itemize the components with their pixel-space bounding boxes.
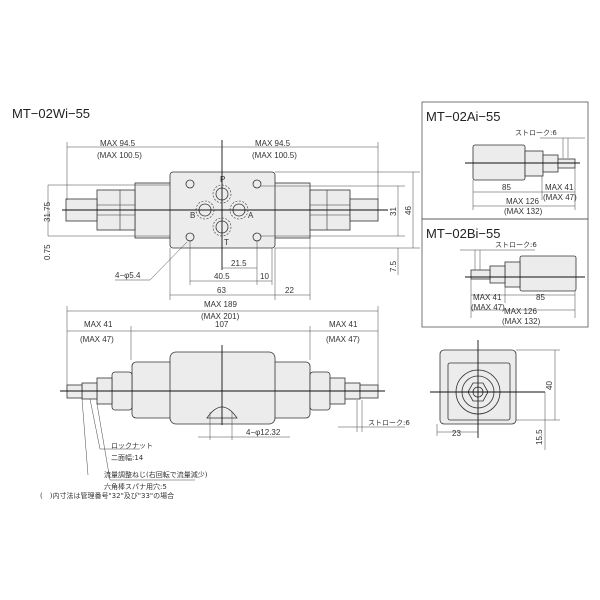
dim-40: 40	[545, 381, 554, 390]
variant-b-panel	[421, 218, 589, 328]
variant-b-title: MT−02Bi−55	[426, 226, 500, 241]
variant-a-stroke: ストローク:6	[515, 129, 557, 137]
dim-right-max-41: MAX 41	[329, 320, 358, 329]
dim-right-max-47: (MAX 47)	[326, 335, 360, 344]
dim-15-5: 15.5	[535, 429, 544, 445]
mounting-hole	[185, 179, 195, 189]
dim-max-right: MAX 94.5	[255, 139, 291, 148]
stroke-label: ストローク:6	[368, 419, 410, 427]
dim-max-201: (MAX 201)	[201, 312, 240, 321]
dim-63: 63	[217, 286, 226, 295]
holes-callout: 4−φ5.4	[115, 271, 141, 280]
variant-a-dim-85: 85	[502, 183, 511, 192]
dim-max-left-alt: (MAX 100.5)	[97, 151, 142, 160]
mounting-hole	[185, 232, 195, 242]
variant-b-dim-85: 85	[536, 293, 545, 302]
variant-a-max-132: (MAX 132)	[504, 207, 543, 216]
variant-b-max-132: (MAX 132)	[502, 317, 541, 326]
variant-b-max-47: (MAX 47)	[471, 303, 505, 312]
dim-40-5: 40.5	[214, 272, 230, 281]
dim-max-right-alt: (MAX 100.5)	[252, 151, 297, 160]
side-view: 40 15.5 23	[430, 340, 560, 450]
dim-0-75: 0.75	[43, 244, 52, 260]
dim-21-5: 21.5	[231, 259, 247, 268]
variant-b-stroke: ストローク:6	[495, 241, 537, 249]
dim-10: 10	[260, 272, 269, 281]
port-t-label: T	[224, 238, 229, 247]
hex-socket-label: 六角棒スパナ用穴:5	[104, 482, 167, 491]
port-p-label: P	[220, 175, 225, 184]
variant-a-max-41: MAX 41	[545, 183, 574, 192]
variant-b-max-126: MAX 126	[504, 307, 537, 316]
dim-22: 22	[285, 286, 294, 295]
mounting-hole	[252, 232, 262, 242]
dim-31: 31	[389, 207, 398, 216]
mounting-hole	[252, 179, 262, 189]
dim-left-max-41: MAX 41	[84, 320, 113, 329]
dim-left-max-47: (MAX 47)	[80, 335, 114, 344]
dim-max-left: MAX 94.5	[100, 139, 136, 148]
variant-b: MT−02Bi−55 ストローク:6 MAX 41 (MAX 47) 85 MA…	[426, 226, 585, 326]
dim-46: 46	[404, 206, 413, 215]
dim-31-75: 31.75	[43, 201, 52, 222]
front-body-center	[169, 351, 276, 425]
front-view: MAX 189 (MAX 201) MAX 41 (MAX 47) 107 MA…	[40, 300, 410, 500]
dim-max-189: MAX 189	[204, 300, 237, 309]
dim-7-5: 7.5	[389, 260, 398, 272]
across-flats-label: 二面幅:14	[111, 453, 144, 462]
variant-a-title: MT−02Ai−55	[426, 109, 500, 124]
variant-a-max-47: (MAX 47)	[543, 193, 577, 202]
dim-107: 107	[215, 320, 229, 329]
port-b-label: B	[190, 211, 195, 220]
ports-callout: 4−φ12.32	[246, 428, 281, 437]
lock-nut-label: ロックナット	[111, 442, 153, 450]
adjust-screw-label: 流量調整ねじ(右回転で流量減少)	[104, 470, 208, 479]
port-a-label: A	[248, 211, 254, 220]
main-title: MT−02Wi−55	[12, 106, 90, 121]
variant-a: MT−02Ai−55 ストローク:6 85 MAX 41 (MAX 47) MA…	[426, 109, 585, 216]
dimension-note: ( )内寸法は管理番号"32"及び"33"の場合	[40, 491, 174, 500]
variant-a-max-126: MAX 126	[506, 197, 539, 206]
dim-23: 23	[452, 429, 461, 438]
variant-b-max-41: MAX 41	[473, 293, 502, 302]
top-view: P B A T MAX 94.5 (MAX 100.5) MAX 94.5 (M…	[43, 139, 420, 300]
